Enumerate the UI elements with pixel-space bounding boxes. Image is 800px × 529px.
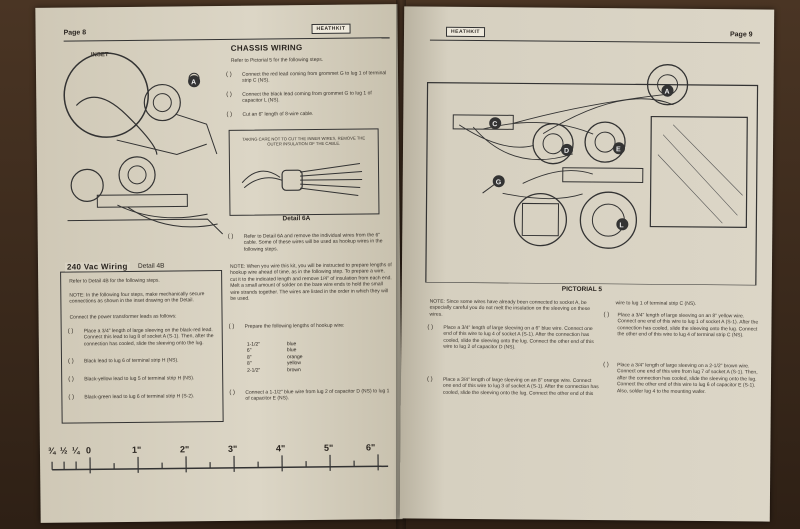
step-text: Black lead to lug 6 of terminal strip H … bbox=[83, 357, 179, 365]
step-checkbox[interactable]: ( ) bbox=[225, 71, 232, 78]
ruler-label: 4" bbox=[275, 443, 286, 454]
diagram-label: D bbox=[564, 148, 569, 155]
step-checkbox[interactable]: ( ) bbox=[426, 376, 433, 383]
diagram-label: A bbox=[664, 89, 669, 96]
detail-4b-caption: Detail 4B bbox=[137, 262, 165, 270]
chassis-intro: Refer to Pictorial 5 for the following s… bbox=[230, 56, 324, 64]
ruler-label: ¾ bbox=[47, 445, 56, 456]
inset-label: INSET bbox=[90, 52, 109, 59]
step-checkbox[interactable]: ( ) bbox=[67, 328, 74, 335]
step-checkbox[interactable]: ( ) bbox=[226, 111, 233, 118]
step-text: Connect a 1-1/2" blue wire from lug 2 of… bbox=[245, 388, 390, 403]
step-text: Place a 3/4" length of large sleeving on… bbox=[442, 376, 599, 397]
cable-drawing bbox=[241, 163, 363, 197]
detail-6a-caption: Detail 6A bbox=[282, 215, 311, 223]
inch-ruler bbox=[51, 454, 389, 474]
diagram-label: E bbox=[616, 146, 621, 153]
wire-length-row: 2-1/2"brown bbox=[247, 366, 301, 374]
step-text: Place a 3/4" length of large sleeving on… bbox=[616, 362, 758, 395]
step-text: Connect the red lead coming from grommet… bbox=[241, 70, 387, 85]
step-text: Black-green lead to lug 6 of terminal st… bbox=[84, 393, 195, 401]
chassis-wiring-heading: CHASSIS WIRING bbox=[230, 43, 303, 53]
prepare-step-text: Prepare the following lengths of hookup … bbox=[244, 322, 345, 330]
page-number: Page 9 bbox=[729, 31, 753, 39]
step-checkbox[interactable]: ( ) bbox=[227, 233, 234, 240]
right-page: HEATHKIT Page 9 bbox=[399, 6, 775, 522]
right-note: NOTE: Since some wires have already been… bbox=[429, 298, 591, 318]
ruler-label: 2" bbox=[179, 444, 190, 455]
vac-240-connect: Connect the power transformer leads as f… bbox=[69, 313, 177, 321]
detail-6a-note: TAKING CARE NOT TO CUT THE INNER WIRES, … bbox=[242, 135, 366, 147]
ruler-label: 6" bbox=[365, 442, 376, 453]
step-text: Refer to Detail 6A and remove the indivi… bbox=[243, 232, 383, 253]
page-number: Page 8 bbox=[63, 29, 87, 37]
step-checkbox[interactable]: ( ) bbox=[603, 362, 609, 369]
step-checkbox[interactable]: ( ) bbox=[229, 389, 236, 396]
detail-6a-box: TAKING CARE NOT TO CUT THE INNER WIRES, … bbox=[228, 128, 380, 216]
vac-240-refer: Refer to Detail 4B for the following ste… bbox=[69, 277, 160, 285]
wire-length-list: 1-1/2"blue 6"blue 8"orange 8"yellow 2-1/… bbox=[247, 341, 303, 374]
ruler-label: 1" bbox=[131, 444, 142, 455]
pictorial-5-caption: PICTORIAL 5 bbox=[561, 285, 603, 294]
brand-logo: HEATHKIT bbox=[311, 23, 351, 35]
step-checkbox[interactable]: ( ) bbox=[427, 324, 434, 331]
vac-240-box: 240 Vac Wiring Refer to Detail 4B for th… bbox=[60, 261, 224, 424]
diagram-label: C bbox=[492, 121, 497, 128]
step-text: Connect the black lead coming from gromm… bbox=[242, 90, 372, 105]
ruler-label: 5" bbox=[323, 442, 334, 453]
step-checkbox[interactable]: ( ) bbox=[228, 323, 235, 330]
brand-logo: HEATHKIT bbox=[445, 26, 485, 38]
detail-4b-drawing: A bbox=[63, 52, 224, 235]
vac-240-title: 240 Vac Wiring bbox=[64, 261, 130, 272]
step-text: wire to lug 1 of terminal strip C (NS). bbox=[615, 300, 697, 307]
left-page: Page 8 HEATHKIT A INSET Detail 4B CHASSI… bbox=[35, 4, 403, 523]
header-rule bbox=[63, 37, 390, 42]
ruler-label: ¼ bbox=[71, 445, 80, 456]
vac-240-note: NOTE: In the following four steps, make … bbox=[69, 291, 205, 305]
step-text: Place a 3/4" length of large sleeving on… bbox=[83, 327, 214, 348]
step-checkbox[interactable]: ( ) bbox=[68, 376, 74, 383]
ruler-label: ½ bbox=[59, 445, 68, 456]
svg-text:A: A bbox=[191, 79, 196, 86]
step-checkbox[interactable]: ( ) bbox=[226, 91, 232, 98]
step-text: Place a 3/4" length of large sleeving on… bbox=[617, 312, 759, 339]
diagram-label: G bbox=[496, 179, 502, 186]
ruler-label: 3" bbox=[227, 443, 238, 454]
hookup-note: NOTE: When you wire this kit, you will b… bbox=[230, 262, 392, 302]
diagram-label: L bbox=[619, 222, 624, 229]
step-text: Black-yellow lead to lug 5 of terminal s… bbox=[84, 375, 195, 383]
step-text: Cut an 6" length of 8-wire cable. bbox=[242, 111, 314, 118]
pictorial-5-drawing: A C D E G L bbox=[425, 64, 759, 286]
step-checkbox[interactable]: ( ) bbox=[67, 358, 74, 365]
step-checkbox[interactable]: ( ) bbox=[68, 394, 75, 401]
step-text: Place a 3/4" length of large sleeving on… bbox=[443, 324, 594, 351]
step-checkbox[interactable]: ( ) bbox=[603, 312, 610, 319]
ruler-label: 0 bbox=[85, 445, 92, 456]
